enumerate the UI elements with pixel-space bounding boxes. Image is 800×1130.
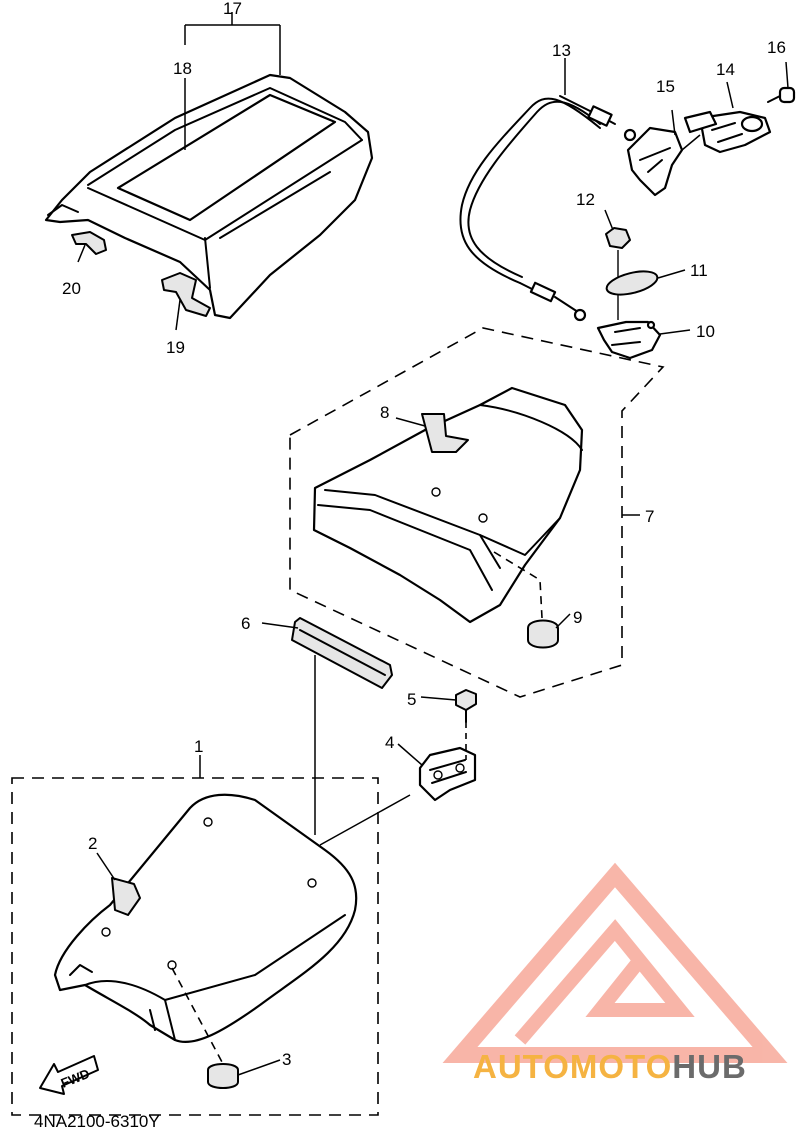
callout-2: 2 [88, 834, 97, 853]
watermark-logo-icon [442, 862, 788, 1063]
hinge-bracket-4 [418, 746, 477, 802]
screw-16 [767, 86, 796, 104]
callout-11: 11 [690, 261, 708, 280]
lock-link-line [681, 134, 701, 151]
callout-6: 6 [241, 614, 250, 633]
seat-cowl-17 [44, 73, 374, 320]
lock-bracket-15 [626, 126, 684, 197]
strap-6 [291, 617, 393, 689]
callout-5: 5 [407, 690, 416, 709]
callout-1: 1 [194, 737, 203, 756]
callout-14: 14 [716, 60, 735, 79]
damper-9 [527, 619, 559, 649]
watermark-part1: AUTOMOTO [473, 1048, 672, 1085]
plate-11 [605, 270, 659, 296]
callout-10: 10 [696, 322, 715, 341]
callout-8: 8 [380, 403, 389, 422]
callout-7: 7 [645, 507, 654, 526]
pillion-seat-7 [312, 386, 584, 624]
callout-16: 16 [767, 38, 786, 57]
callout-9: 9 [573, 608, 582, 627]
rider-seat-1 [53, 793, 358, 1043]
tag-2 [111, 877, 141, 916]
hook-20 [71, 231, 107, 255]
callout-18: 18 [173, 59, 192, 78]
callout-20: 20 [62, 279, 81, 298]
callout-15: 15 [656, 77, 675, 96]
tag-8 [421, 413, 469, 453]
watermark-text-auto: AUTOMOTOHUB [473, 1048, 747, 1085]
callout-4: 4 [385, 733, 394, 752]
group-box-1 [11, 777, 379, 1116]
nut-12 [605, 227, 631, 249]
lock-hook-10 [596, 320, 662, 360]
damper-3 [207, 1063, 239, 1089]
seat-lock-cable-13 [459, 95, 637, 322]
callout-3: 3 [282, 1050, 291, 1069]
callout-19: 19 [166, 338, 185, 357]
watermark-part2: HUB [672, 1048, 747, 1085]
bolt-5 [455, 689, 477, 723]
callout-17: 17 [223, 0, 242, 18]
callout-13: 13 [552, 41, 571, 60]
group-box-7 [289, 327, 665, 698]
callout-12: 12 [576, 190, 595, 209]
lock-cylinder-14 [683, 110, 772, 154]
part-code: 4NA2100-6310Y [34, 1112, 160, 1130]
bracket-19 [161, 272, 211, 317]
fwd-arrow-icon: FWD [39, 1055, 99, 1095]
